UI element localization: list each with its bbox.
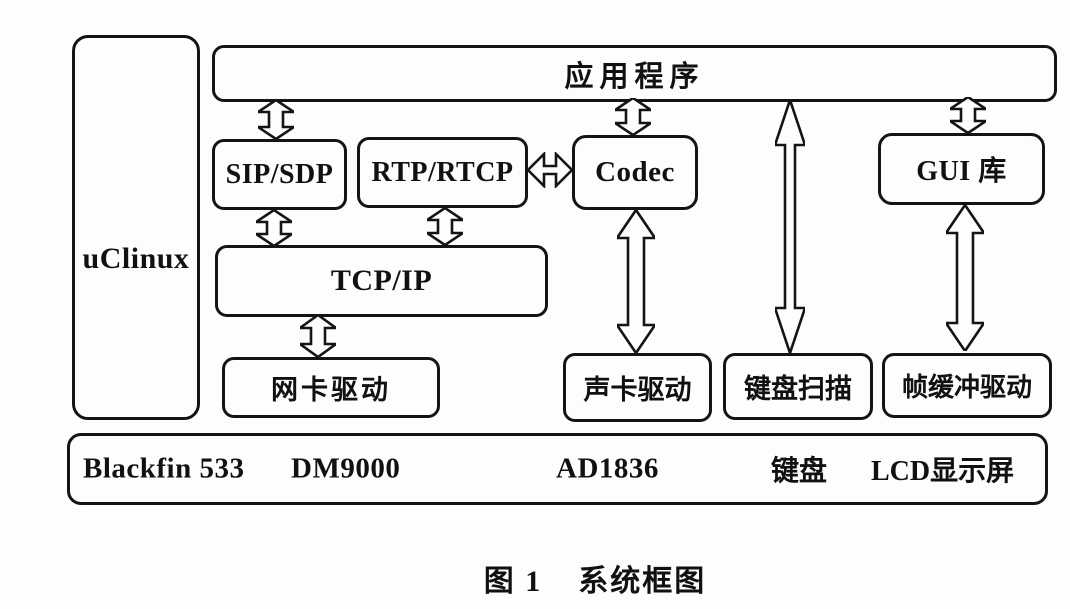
uclinux-box: uClinux: [72, 35, 200, 420]
arrow-tcpip-nic-icon: [300, 315, 336, 357]
application-layer-box: 应用程序: [212, 45, 1057, 102]
keyscan-box: 键盘扫描: [723, 353, 873, 420]
codec-box: Codec: [572, 135, 698, 210]
rtp-rtcp-label: RTP/RTCP: [371, 156, 514, 188]
keyscan-label: 键盘扫描: [744, 374, 852, 404]
hw-keyboard-label: 键盘: [771, 456, 828, 487]
tcp-ip-box: TCP/IP: [215, 245, 548, 317]
arrow-app-keyscan-icon: [775, 100, 805, 353]
gui-lib-label: GUI 库: [916, 156, 1007, 187]
sound-driver-label: 声卡驱动: [583, 375, 692, 405]
arrow-app-sipsdp-icon: [258, 100, 294, 139]
nic-driver-label: 网卡驱动: [271, 375, 391, 405]
application-layer-label: 应用程序: [564, 60, 705, 93]
figure-caption: 图 1 系统框图: [160, 556, 1030, 600]
tcp-ip-label: TCP/IP: [330, 264, 433, 297]
hw-dm9000-label: DM9000: [291, 452, 401, 485]
hw-ad1836-label: AD1836: [556, 452, 659, 485]
uclinux-label: uClinux: [82, 241, 190, 275]
hardware-layer-box: Blackfin 533 DM9000 AD1836 键盘 LCD显示屏: [67, 433, 1048, 505]
arrow-app-gui-icon: [950, 97, 986, 133]
gui-lib-box: GUI 库: [878, 133, 1045, 205]
codec-label: Codec: [595, 156, 675, 188]
sip-sdp-label: SIP/SDP: [225, 158, 334, 190]
sound-driver-box: 声卡驱动: [563, 353, 712, 422]
nic-driver-box: 网卡驱动: [222, 357, 440, 418]
arrow-sipsdp-tcpip-icon: [256, 210, 292, 246]
hw-lcd-label: LCD显示屏: [871, 456, 1015, 487]
arrow-codec-sound-icon: [617, 210, 655, 353]
hw-blackfin-label: Blackfin 533: [83, 452, 245, 485]
arrow-rtp-codec-icon: [528, 152, 572, 188]
figure-caption-title: 系统框图: [578, 565, 707, 598]
sip-sdp-box: SIP/SDP: [212, 139, 347, 210]
rtp-rtcp-box: RTP/RTCP: [357, 137, 528, 208]
arrow-rtp-tcpip-icon: [427, 208, 463, 245]
arrow-app-codec-icon: [615, 98, 651, 135]
framebuffer-driver-label: 帧缓冲驱动: [901, 373, 1032, 402]
framebuffer-driver-box: 帧缓冲驱动: [882, 353, 1052, 418]
figure-caption-number: 图 1: [483, 565, 543, 598]
arrow-gui-framebuffer-icon: [946, 205, 984, 351]
